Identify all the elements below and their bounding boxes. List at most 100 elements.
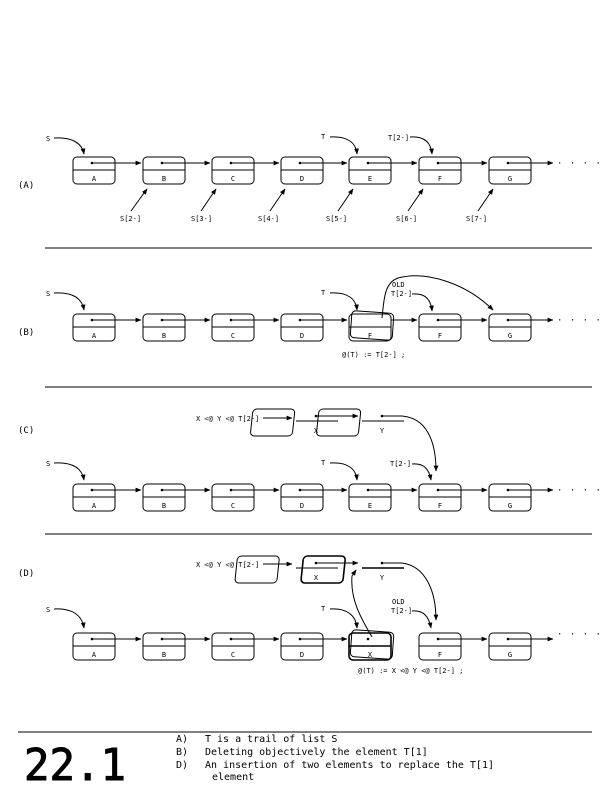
- pointer-t2: T[2-]: [391, 607, 412, 615]
- node-c: C: [211, 156, 255, 185]
- node-c: C: [211, 313, 255, 342]
- svg-text:Y: Y: [380, 574, 385, 582]
- panel-a-label: (A): [18, 181, 34, 191]
- pointer-t2: T[2-]: [390, 460, 411, 468]
- old-label: OLD: [392, 281, 405, 289]
- new-elements-expr: X <@ Y <@ T[2-]: [196, 561, 259, 569]
- node-overwritten: F: [348, 310, 395, 342]
- pointer-s6: S[6-]: [396, 215, 417, 223]
- node-c: C: [211, 632, 255, 661]
- svg-text:F: F: [368, 332, 372, 340]
- svg-text:A: A: [92, 651, 97, 659]
- old-label: OLD: [392, 598, 405, 606]
- pointer-t2: T[2-]: [391, 290, 412, 298]
- node-replaced-x: X: [348, 629, 395, 661]
- node-g: G: [488, 483, 532, 512]
- caption-tag-a: A): [176, 734, 188, 745]
- caption-text-a: T is a trail of list S: [205, 734, 337, 745]
- pointer-s7: S[7-]: [466, 215, 487, 223]
- node-e: E: [348, 483, 392, 512]
- panel-b-label: (B): [18, 328, 34, 338]
- pointer-t: T: [321, 459, 326, 467]
- ellipsis: · · · ·: [557, 316, 602, 326]
- pointer-t: T: [321, 289, 326, 297]
- node-a: A: [72, 483, 116, 512]
- svg-text:D: D: [300, 502, 304, 510]
- new-node-y: Y: [316, 408, 404, 437]
- pointer-s2: S[2-]: [120, 215, 141, 223]
- svg-text:F: F: [438, 651, 442, 659]
- node-g: G: [488, 313, 532, 342]
- ellipsis: · · · ·: [557, 486, 602, 496]
- equation-b: @(T) := T[2-] ;: [342, 351, 405, 359]
- svg-text:B: B: [162, 502, 166, 510]
- svg-text:G: G: [508, 175, 512, 183]
- node-f: F: [418, 156, 462, 185]
- pointer-s5: S[5-]: [326, 215, 347, 223]
- caption-text-d: An insertion of two elements to replace …: [205, 760, 494, 783]
- pointer-s: S: [46, 135, 50, 143]
- node-b: B: [142, 313, 186, 342]
- node-g: G: [488, 156, 532, 185]
- svg-text:F: F: [438, 332, 442, 340]
- svg-text:A: A: [92, 175, 97, 183]
- equation-d: @(T) := X <@ Y <@ T[2-] ;: [358, 667, 463, 675]
- svg-text:F: F: [438, 175, 442, 183]
- node-d: D: [280, 156, 324, 185]
- pointer-s: S: [46, 606, 50, 614]
- svg-text:B: B: [162, 651, 166, 659]
- bypass-link: [381, 275, 494, 319]
- caption-text-b: Deleting objectively the element T[1]: [205, 747, 428, 758]
- svg-text:D: D: [300, 651, 304, 659]
- svg-text:E: E: [368, 175, 372, 183]
- svg-text:G: G: [508, 651, 512, 659]
- node-d: D: [280, 313, 324, 342]
- node-e: E: [348, 156, 392, 185]
- ellipsis: · · · ·: [557, 630, 602, 640]
- panel-d: (D) X <@ Y <@ T[2-] X Y A: [18, 555, 602, 675]
- pointer-t2: T[2-]: [388, 134, 409, 142]
- panel-a: (A) A B C D: [18, 133, 602, 223]
- svg-text:F: F: [438, 502, 442, 510]
- svg-text:A: A: [92, 332, 97, 340]
- node-b: B: [142, 632, 186, 661]
- pointer-s: S: [46, 290, 50, 298]
- panel-c-label: (C): [18, 426, 34, 436]
- svg-text:D: D: [300, 332, 304, 340]
- node-a: A: [72, 156, 116, 185]
- node-g: G: [488, 632, 532, 661]
- caption-list: A) T is a trail of list S B) Deleting ob…: [176, 734, 494, 783]
- pointer-s4: S[4-]: [258, 215, 279, 223]
- node-f: F: [418, 313, 462, 342]
- new-node-x: X: [250, 408, 340, 437]
- pointer-s: S: [46, 460, 50, 468]
- svg-text:B: B: [162, 332, 166, 340]
- pointer-s3: S[3-]: [191, 215, 212, 223]
- node-f: F: [418, 632, 462, 661]
- node-c: C: [211, 483, 255, 512]
- pointer-t: T: [321, 133, 326, 141]
- panel-c: (C) X <@ Y <@ T[2-] X Y A: [18, 408, 602, 512]
- svg-text:B: B: [162, 175, 166, 183]
- svg-text:X: X: [368, 651, 373, 659]
- ellipsis: · · · ·: [557, 159, 602, 169]
- svg-text:C: C: [231, 332, 235, 340]
- node-d: D: [280, 632, 324, 661]
- svg-text:C: C: [231, 502, 235, 510]
- node-a: A: [72, 313, 116, 342]
- pointer-t: T: [321, 605, 326, 613]
- svg-text:Y: Y: [380, 427, 385, 435]
- node-f: F: [418, 483, 462, 512]
- node-b: B: [142, 156, 186, 185]
- link-to-y: [351, 569, 373, 638]
- node-a: A: [72, 632, 116, 661]
- svg-text:A: A: [92, 502, 97, 510]
- panel-d-label: (D): [18, 569, 34, 579]
- svg-text:G: G: [508, 332, 512, 340]
- svg-text:C: C: [231, 651, 235, 659]
- svg-text:G: G: [508, 502, 512, 510]
- caption-tag-b: B): [176, 747, 188, 758]
- panel-b: (B) A B C D: [18, 275, 602, 359]
- caption-tag-d: D): [176, 760, 188, 771]
